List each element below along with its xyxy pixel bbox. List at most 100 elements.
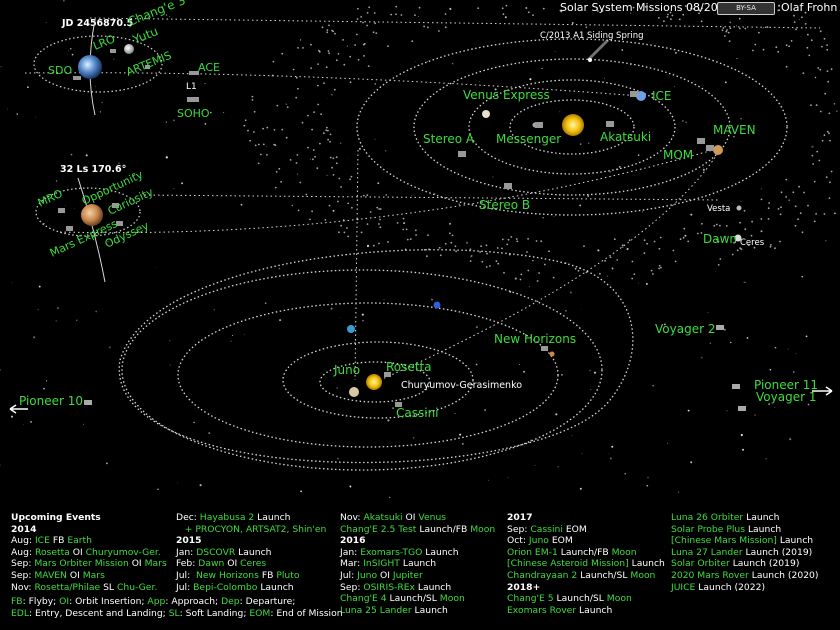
event-text: Launch — [631, 558, 665, 570]
asteroid-dot — [826, 130, 829, 133]
asteroid-dot — [744, 228, 747, 231]
event-text: Launch — [414, 604, 448, 616]
asteroid-dot — [297, 47, 299, 49]
asteroid-dot — [501, 7, 504, 10]
interstellar-probes: Voyager 2 Pioneer 10 Pioneer 11 Voyager … — [9, 322, 833, 414]
star — [514, 277, 517, 280]
orbit-saturn — [282, 341, 474, 419]
star — [681, 119, 684, 122]
star — [169, 364, 171, 366]
star — [754, 414, 756, 416]
asteroid-dot — [312, 149, 315, 151]
asteroid-dot — [295, 76, 298, 79]
star — [172, 119, 175, 122]
star — [374, 83, 377, 85]
event-line: Chang'E 5 Launch/SL Moon — [507, 593, 665, 605]
star — [729, 21, 732, 24]
event-text: Luna 26 Orbiter — [671, 512, 747, 523]
asteroid-dot — [312, 158, 314, 161]
asteroid-dot — [719, 258, 722, 260]
star — [479, 81, 481, 83]
asteroid-dot — [715, 238, 718, 241]
star — [475, 363, 478, 366]
star — [609, 170, 612, 173]
svg-text:Cassini: Cassini — [396, 406, 439, 420]
asteroid-dot — [818, 159, 821, 162]
star — [431, 298, 433, 301]
background-stars — [0, 0, 838, 499]
asteroid-dot — [724, 35, 726, 37]
star — [326, 174, 328, 177]
event-text: Launch — [779, 535, 814, 547]
event-line: Sep: Cassini EOM — [507, 524, 665, 536]
asteroid-dot — [272, 60, 275, 63]
star — [487, 479, 490, 481]
asteroid-dot — [332, 174, 335, 176]
star — [768, 403, 770, 405]
asteroid-dot — [736, 249, 739, 252]
event-text: Moon — [606, 593, 632, 605]
star — [724, 81, 727, 84]
asteroid-dot — [496, 247, 499, 249]
asteroid-dot — [310, 67, 312, 69]
asteroid-dot — [671, 14, 674, 17]
asteroid-dot — [775, 46, 778, 49]
star — [346, 45, 348, 47]
event-line: Sep: OSIRIS-REx Launch — [340, 582, 495, 594]
asteroid-dot — [747, 244, 750, 247]
asteroid-dot — [375, 32, 378, 34]
star — [475, 326, 478, 329]
asteroid-dot — [750, 234, 753, 237]
star — [63, 0, 65, 2]
asteroid-dot — [807, 33, 809, 36]
star — [760, 188, 763, 190]
star — [534, 465, 536, 467]
asteroid-dot — [532, 14, 534, 16]
star — [55, 320, 57, 322]
event-text: FB — [52, 535, 68, 547]
event-line: Solar Probe Plus Launch — [671, 524, 818, 536]
star — [392, 407, 394, 409]
events-title: Upcoming Events — [11, 512, 101, 523]
asteroid-dot — [810, 104, 812, 106]
spacecraft-icons-inner — [458, 91, 714, 189]
asteroid-dot — [323, 82, 325, 85]
neptune-icon — [433, 301, 441, 309]
asteroid-dot — [262, 143, 265, 146]
event-text: Dawn — [198, 558, 228, 570]
asteroid-dot — [327, 138, 329, 141]
asteroid-dot — [378, 208, 380, 210]
star — [579, 143, 582, 145]
event-text: Juno — [528, 535, 552, 547]
star — [730, 341, 732, 344]
star — [43, 387, 45, 390]
asteroid-dot — [356, 18, 359, 20]
asteroid-dot — [794, 205, 797, 208]
orbit-mercury — [509, 99, 635, 155]
asteroid-dot — [684, 5, 687, 7]
asteroid-dot — [366, 223, 369, 226]
asteroid-dot — [317, 84, 319, 87]
asteroid-dot — [527, 11, 530, 14]
event-text: Akatsuki — [363, 512, 406, 523]
star — [291, 204, 293, 207]
event-text: MAVEN — [34, 569, 70, 581]
asteroid-dot — [438, 30, 440, 32]
asteroid-dot — [816, 150, 819, 153]
asteroid-dot — [823, 134, 826, 137]
spacecraft-icons-mars — [58, 203, 123, 231]
star — [774, 346, 777, 349]
event-text: EOM — [249, 607, 271, 619]
event-line: Exomars Rover Launch — [507, 605, 665, 617]
event-line: Nov: Rosetta/Philae SL Chu-Ger. — [11, 582, 167, 594]
star — [500, 317, 501, 319]
asteroid-dot — [350, 175, 353, 178]
asteroid-dot — [721, 29, 724, 32]
legend-line: FB: Flyby; OI: Orbit Insertion; App: App… — [11, 596, 343, 608]
asteroid-dot — [328, 204, 331, 207]
asteroid-dot — [803, 191, 805, 194]
asteroid-dot — [347, 235, 349, 238]
asteroid-dot — [679, 238, 682, 241]
asteroid-dot — [400, 14, 403, 16]
star — [361, 313, 364, 316]
